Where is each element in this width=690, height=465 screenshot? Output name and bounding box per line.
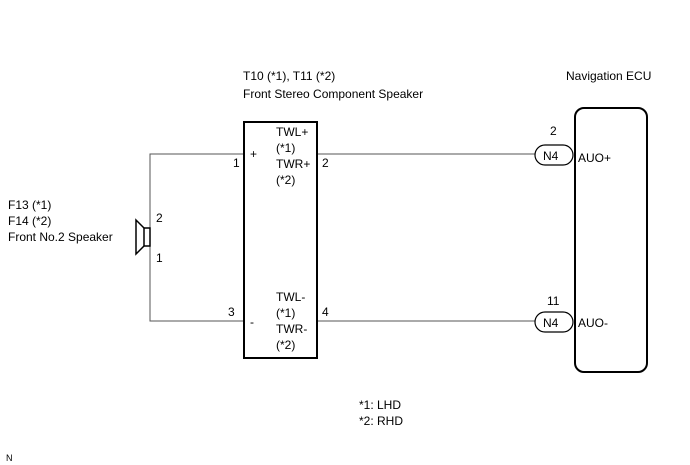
plus-sign: + bbox=[250, 147, 257, 161]
lower-connector-label: N4 bbox=[543, 316, 559, 330]
upper-terminal-line-4: (*2) bbox=[276, 173, 295, 187]
pin-4-label: 4 bbox=[322, 305, 329, 319]
pin-1-label: 1 bbox=[233, 156, 240, 170]
upper-connector-badge bbox=[534, 144, 574, 166]
ecu-lower-pin: 11 bbox=[547, 294, 560, 308]
lower-terminal-line-1: TWL- bbox=[276, 290, 305, 304]
corner-mark: N bbox=[6, 453, 13, 463]
upper-connector-label: N4 bbox=[543, 149, 559, 163]
note-rhd: *2: RHD bbox=[359, 414, 403, 428]
front-speaker-pin-top: 2 bbox=[156, 211, 163, 225]
lower-terminal-line-4: (*2) bbox=[276, 338, 295, 352]
component-speaker-ref: T10 (*1), T11 (*2) bbox=[243, 69, 335, 83]
note-lhd: *1: LHD bbox=[359, 398, 401, 412]
lower-connector-badge bbox=[534, 311, 574, 333]
lower-terminal-line-2: (*1) bbox=[276, 306, 295, 320]
upper-terminal-line-2: (*1) bbox=[276, 141, 295, 155]
lower-terminal-line-3: TWR- bbox=[276, 322, 307, 336]
component-speaker-name: Front Stereo Component Speaker bbox=[243, 87, 423, 101]
ecu-lower-signal: AUO- bbox=[578, 316, 608, 330]
navigation-ecu-box bbox=[574, 107, 648, 373]
front-speaker-pin-bottom: 1 bbox=[156, 251, 163, 265]
front-speaker-name: Front No.2 Speaker bbox=[8, 230, 113, 244]
upper-terminal-line-1: TWL+ bbox=[276, 125, 308, 139]
navigation-ecu-title: Navigation ECU bbox=[566, 69, 651, 83]
ecu-upper-signal: AUO+ bbox=[578, 151, 611, 165]
ecu-upper-pin: 2 bbox=[550, 124, 557, 138]
upper-wire bbox=[149, 153, 535, 228]
upper-terminal-line-3: TWR+ bbox=[276, 157, 310, 171]
front-speaker-ref-2: F14 (*2) bbox=[8, 214, 51, 228]
pin-2-label: 2 bbox=[322, 156, 329, 170]
speaker-icon bbox=[135, 218, 151, 256]
front-speaker-ref-1: F13 (*1) bbox=[8, 198, 51, 212]
minus-sign: - bbox=[250, 315, 254, 329]
component-speaker-box bbox=[243, 121, 318, 359]
lower-wire bbox=[149, 246, 535, 322]
pin-3-label: 3 bbox=[228, 305, 235, 319]
